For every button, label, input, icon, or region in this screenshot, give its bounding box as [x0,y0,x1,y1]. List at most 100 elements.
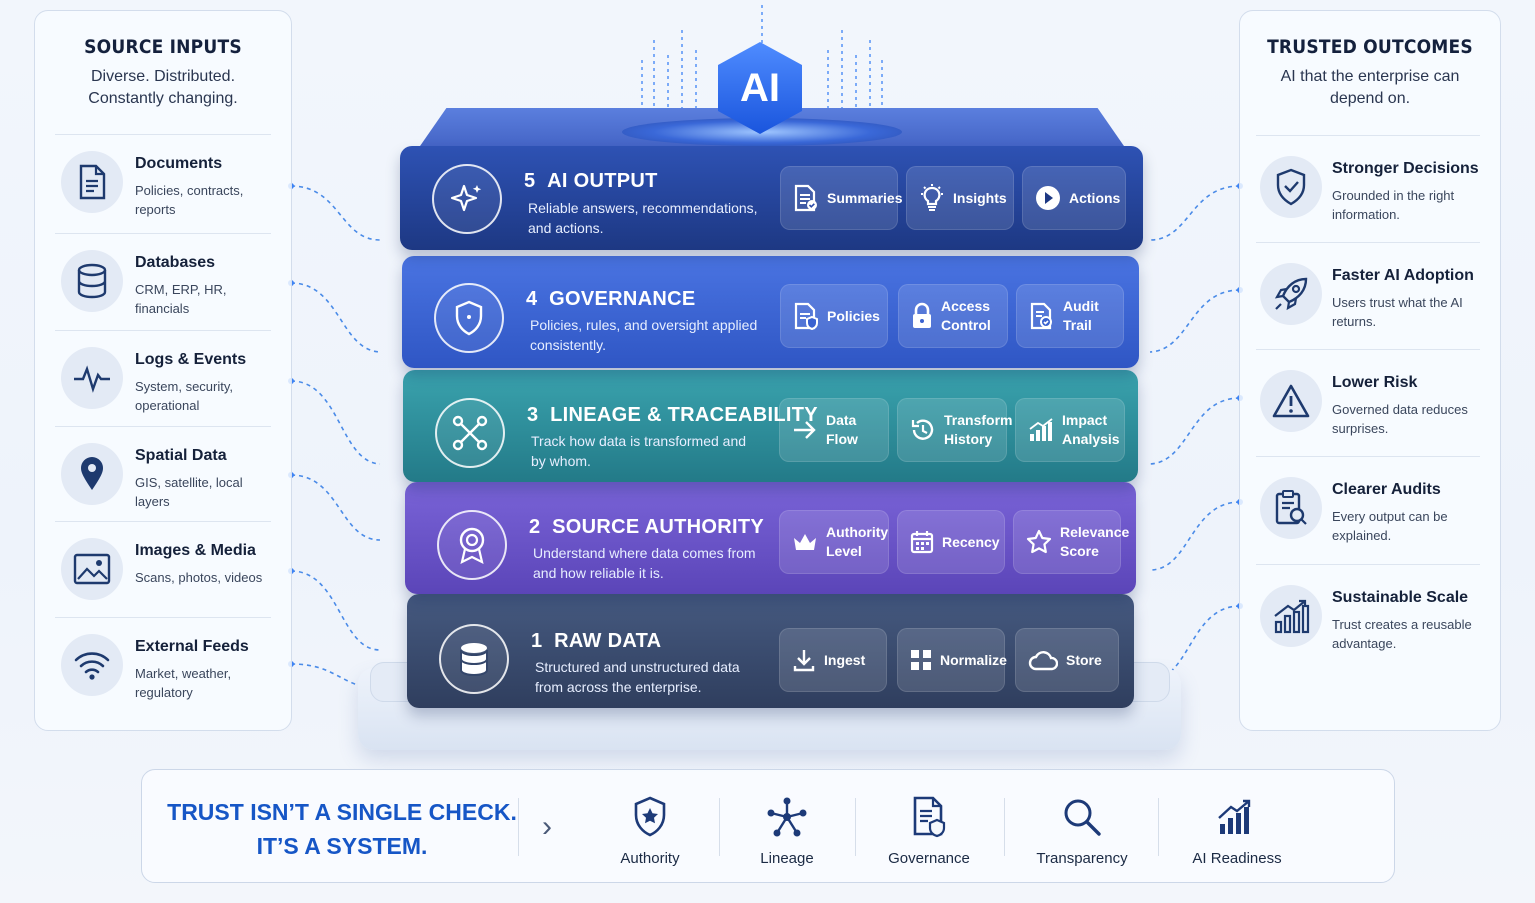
chip-label: Authority Level [826,524,889,559]
layer-title: 3 LINEAGE & TRACEABILITY [527,404,818,427]
input-item-spatial: Spatial Data GIS, satellite, local layer… [55,426,271,522]
pulse-icon [61,347,123,409]
warning-icon [1260,370,1322,432]
award-icon [437,510,507,580]
lock-icon [913,302,931,328]
outcome-item-title: Stronger Decisions [1332,160,1479,177]
outcome-item-decisions: Stronger Decisions Grounded in the right… [1256,135,1480,242]
pillar-ai-readiness: AI Readiness [1172,792,1302,867]
layer-name: AI OUTPUT [547,170,658,192]
chip-label: Access Control [941,298,991,333]
input-item-title: Images & Media [135,542,256,559]
layer-title: 1 RAW DATA [531,630,661,653]
chip-transform-history: Transform History [897,398,1013,462]
layer-desc: Track how data is transformed and by who… [531,433,747,469]
slogan-line-1: TRUST ISN’T A SINGLE CHECK. [167,799,517,825]
crown-icon [794,534,816,550]
shield-icon [434,283,504,353]
growth-chart-icon [1260,585,1322,647]
database-icon [61,250,123,312]
layer-number: 1 [531,630,543,652]
outcome-item-desc: Trust creates a reusable advantage. [1332,617,1472,651]
input-item-documents: Documents Policies, contracts, reports [55,134,271,230]
pillar-label: Authority [620,850,680,867]
database-icon [439,624,509,694]
pillar-label: Governance [888,850,970,867]
trusted-outcomes-title: TRUSTED OUTCOMES [1267,36,1473,58]
trusted-outcomes-subtitle: AI that the enterprise can depend on. [1280,68,1460,107]
chip-label: Audit Trail [1063,298,1099,333]
image-icon [61,538,123,600]
chip-label: Store [1066,651,1102,668]
clipboard-search-icon [1260,477,1322,539]
source-inputs-subtitle: Diverse. Distributed. Constantly changin… [88,68,238,107]
outcome-item-title: Sustainable Scale [1332,589,1469,606]
network-icon [435,398,505,468]
star-icon [1026,529,1052,554]
pillar-authority: Authority [590,792,710,867]
readiness-chart-icon [1172,792,1302,842]
divider [855,798,856,856]
chip-ingest: Ingest [779,628,887,692]
divider [1158,798,1159,856]
input-item-title: External Feeds [135,638,249,655]
trusted-outcomes-panel: TRUSTED OUTCOMES AI that the enterprise … [1239,10,1501,731]
input-item-desc: Market, weather, regulatory [135,666,232,700]
trust-slogan: TRUST ISN’T A SINGLE CHECK. IT’S A SYSTE… [162,795,522,863]
chip-label: Transform History [944,412,1013,447]
outcome-item-risk: Lower Risk Governed data reduces surpris… [1256,349,1480,456]
layer-title: 4 GOVERNANCE [526,288,696,311]
pillar-label: Lineage [760,850,814,867]
arrow-right-icon [794,421,816,439]
chip-data-flow: Data Flow [779,398,889,462]
map-pin-icon [61,443,123,505]
input-item-desc: Scans, photos, videos [135,570,263,585]
lineage-icon [728,792,846,842]
chip-label: Recency [942,533,1000,550]
divider [518,798,519,856]
slogan-line-2: IT’S A SYSTEM. [256,833,428,859]
layer-desc: Understand where data comes from and how… [533,545,756,581]
play-icon [1036,186,1060,210]
layer-raw-data: 1 RAW DATA Structured and unstructured d… [407,594,1134,708]
input-item-desc: System, security, operational [135,379,234,413]
outcome-item-desc: Users trust what the AI returns. [1332,295,1463,329]
input-item-feeds: External Feeds Market, weather, regulato… [55,617,271,713]
chip-authority-level: Authority Level [779,510,889,574]
policy-doc-icon [794,302,818,330]
pillar-lineage: Lineage [728,792,846,867]
layer-name: GOVERNANCE [549,288,696,310]
layer-number: 5 [524,170,536,192]
input-item-title: Documents [135,155,223,172]
input-item-databases: Databases CRM, ERP, HR, financials [55,233,271,329]
input-item-title: Databases [135,254,216,271]
pillar-label: AI Readiness [1192,850,1282,867]
summary-doc-icon [794,184,817,212]
outcome-item-desc: Governed data reduces surprises. [1332,402,1468,436]
trust-system-banner: TRUST ISN’T A SINGLE CHECK. IT’S A SYSTE… [141,769,1395,883]
layer-lineage: 3 LINEAGE & TRACEABILITY Track how data … [403,370,1138,482]
layer-desc: Structured and unstructured data from ac… [535,659,740,695]
chip-impact-analysis: Impact Analysis [1015,398,1125,462]
layer-desc: Reliable answers, recommendations, and a… [528,200,758,236]
divider [719,798,720,856]
layer-source-authority: 2 SOURCE AUTHORITY Understand where data… [405,482,1136,594]
layer-number: 2 [529,516,541,538]
input-item-desc: GIS, satellite, local layers [135,475,243,509]
chip-store: Store [1015,628,1119,692]
divider [1004,798,1005,856]
input-item-desc: CRM, ERP, HR, financials [135,282,227,316]
chip-recency: Recency [897,510,1005,574]
chip-label: Ingest [824,651,866,668]
layer-title: 2 SOURCE AUTHORITY [529,516,764,539]
outcome-item-desc: Grounded in the right information. [1332,188,1455,222]
shield-star-icon [590,792,710,842]
outcome-item-title: Clearer Audits [1332,481,1441,498]
outcome-item-adoption: Faster AI Adoption Users trust what the … [1256,242,1480,349]
input-item-images: Images & Media Scans, photos, videos [55,521,271,617]
input-item-logs: Logs & Events System, security, operatio… [55,330,271,426]
bar-chart-icon [1029,418,1053,441]
magnifier-icon [1016,792,1148,842]
rocket-icon [1260,263,1322,325]
ai-badge-label: AI [740,66,780,110]
